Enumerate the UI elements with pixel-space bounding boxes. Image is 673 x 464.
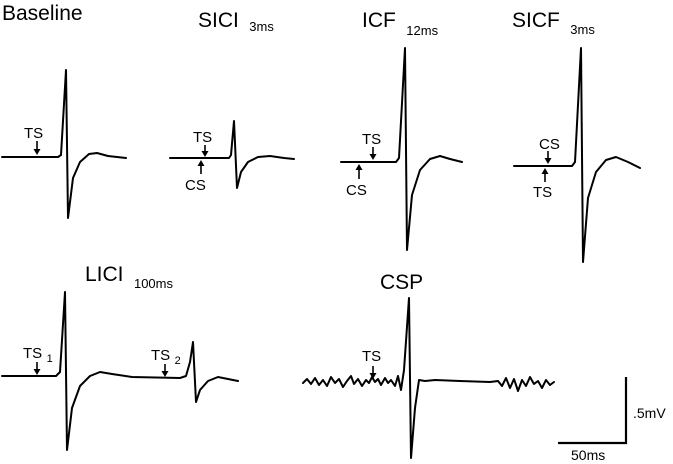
sicf-cs-label: CS <box>539 136 560 153</box>
scale-bar-vertical-label: .5mV <box>633 405 666 421</box>
icf-mep-trace <box>340 47 463 251</box>
csp-mep-trace <box>302 297 555 459</box>
sicf-ts-label: TS <box>533 184 552 201</box>
sici-ts-label: TS <box>193 129 212 146</box>
sici-mep-trace <box>169 120 295 189</box>
lici-ts1-arrow <box>33 362 41 375</box>
baseline-ts-arrow <box>33 141 41 155</box>
sicf-cs-arrow <box>544 151 552 164</box>
baseline-mep-trace <box>1 69 127 219</box>
icf-cs-arrow <box>355 164 363 179</box>
sicf-ts-arrow <box>541 168 549 182</box>
sicf-title: SICF 3ms <box>512 9 595 37</box>
icf-cs-label: CS <box>346 182 367 199</box>
lici-title: LICI 100ms <box>85 263 173 291</box>
sici-cs-label: CS <box>185 177 206 194</box>
csp-title: CSP <box>380 271 423 294</box>
sicf-mep-trace <box>513 47 641 263</box>
baseline-title: Baseline <box>2 2 83 25</box>
lici-ts2-arrow <box>161 364 169 377</box>
icf-ts-label: TS <box>362 131 381 148</box>
lici-ts1-label: TS 1 <box>23 345 53 365</box>
sici-cs-arrow <box>197 160 205 174</box>
lici-ts2-label: TS 2 <box>151 347 181 367</box>
lici-mep-trace <box>1 291 239 451</box>
csp-ts-label: TS <box>362 348 381 365</box>
icf-ts-arrow <box>369 147 377 160</box>
sici-title: SICI 3ms <box>198 9 274 34</box>
icf-title: ICF 12ms <box>362 9 439 38</box>
sici-ts-arrow <box>201 145 209 157</box>
csp-ts-arrow <box>369 366 377 379</box>
baseline-ts-label: TS <box>24 125 43 142</box>
scale-bar-horizontal-label: 50ms <box>571 447 605 463</box>
scale-bar <box>558 377 628 445</box>
